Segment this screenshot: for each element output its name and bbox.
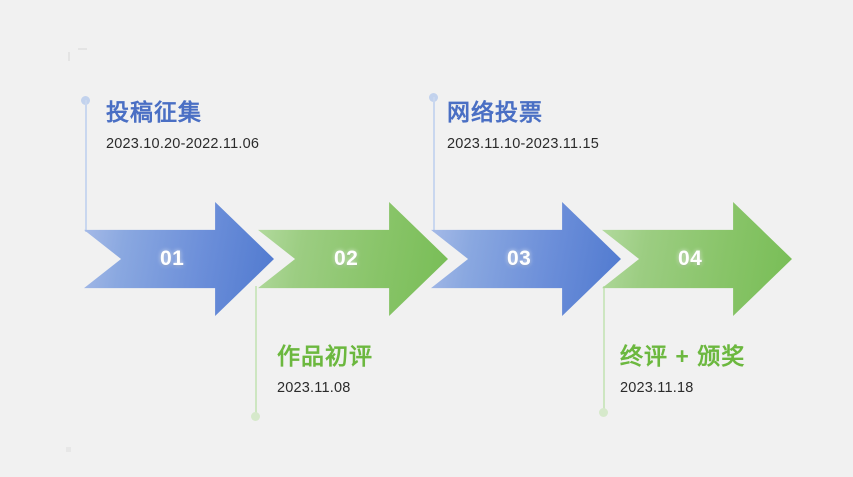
timeline-arrow-step-2[interactable]: 02 [258,202,451,320]
step-date-1: 2023.10.20-2022.11.06 [106,136,260,152]
timeline-arrow-step-4[interactable]: 04 [602,202,795,320]
step-date-4: 2023.11.18 [620,380,694,396]
step-title-4: 终评 + 颁奖 [620,343,746,369]
step-date-3: 2023.11.10-2023.11.15 [447,136,600,152]
step-title-2: 作品初评 [277,343,373,369]
step-title-1: 投稿征集 [106,99,202,125]
connector-line-step-1 [85,100,87,232]
connector-line-step-3 [433,97,435,232]
arrow-number-step-2: 02 [334,247,359,270]
arrow-number-step-1: 01 [160,247,185,270]
arrow-number-step-4: 04 [678,247,703,270]
timeline-label-step-3: 网络投票 2023.11.10-2023.11.15 [447,93,599,152]
timeline-label-step-2: 作品初评 2023.11.08 [277,337,373,396]
slide-artifact-mark [68,52,70,61]
timeline-arrow-step-1[interactable]: 01 [84,202,277,320]
arrow-number-step-3: 03 [507,247,532,270]
timeline-arrow-step-3[interactable]: 03 [431,202,624,320]
timeline-label-step-1: 投稿征集 2023.10.20-2022.11.06 [106,93,259,152]
timeline-label-step-4: 终评 + 颁奖 2023.11.18 [620,337,745,396]
connector-line-step-2 [255,286,257,414]
connector-line-step-4 [603,286,605,410]
connector-dot-step-4 [599,408,608,417]
step-date-2: 2023.11.08 [277,380,351,396]
slide-artifact-mark [66,447,71,452]
connector-dot-step-2 [251,412,260,421]
slide-artifact-mark [78,48,87,50]
step-title-3: 网络投票 [447,99,543,125]
